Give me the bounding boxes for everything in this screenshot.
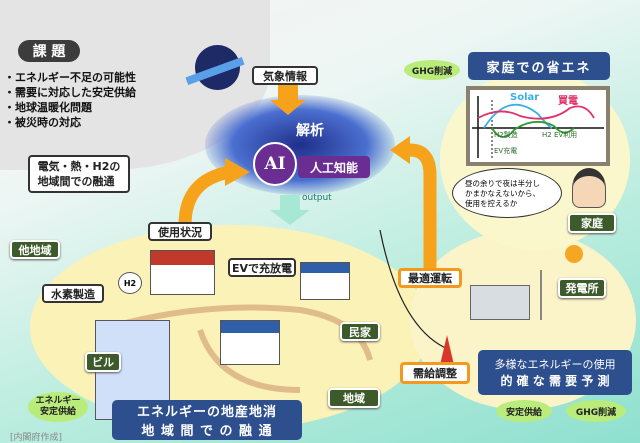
ai-label: 人工知能 xyxy=(298,156,370,178)
home-label: 家庭 xyxy=(568,213,616,233)
ev-label: EVで充放電 xyxy=(228,258,296,277)
home-title: 家庭での省エネ xyxy=(468,52,610,80)
home-chart xyxy=(472,96,604,160)
region-banner-line1: エネルギーの地産地消 xyxy=(136,405,277,420)
plant-banner-line1: 多様なエネルギーの使用 xyxy=(494,358,616,371)
building-label: ビル xyxy=(85,352,121,372)
usage-arrow-head xyxy=(225,158,250,186)
supply-balance-label: 需給調整 xyxy=(400,362,470,384)
issue-item: ・需要に対応した安定供給 xyxy=(4,86,136,99)
house-label: 民家 xyxy=(340,322,380,341)
weather-info-label: 気象情報 xyxy=(252,66,318,85)
issues-list: ・エネルギー不足の可能性 ・需要に対応した安定供給 ・地球温暖化問題 ・被災時の… xyxy=(4,70,136,130)
house-illustration xyxy=(300,262,350,300)
speech-bubble: 昼の余りで夜は半分し かまかなえないから、 使用を控えるか xyxy=(452,168,562,218)
plant-ghg-bubble: GHG削減 xyxy=(566,400,626,422)
plant-stable-bubble: 安定供給 xyxy=(496,400,552,422)
region-banner: エネルギーの地産地消 地 域 間 で の 融 通 xyxy=(112,400,302,440)
output-label: output xyxy=(302,193,332,203)
h2-ev-label: H2 EV利用 xyxy=(542,131,578,139)
ev-charge-label: EV充電 xyxy=(494,147,518,155)
optimal-operation-label: 最適運転 xyxy=(398,268,462,288)
power-plant-illustration xyxy=(470,285,530,320)
satellite-icon xyxy=(185,45,245,90)
power-line xyxy=(379,229,451,351)
issue-item: ・地球温暖化問題 xyxy=(4,101,92,114)
analysis-label: 解析 xyxy=(296,123,324,139)
solar-label: Solar xyxy=(510,92,540,103)
home-ghg-bubble: GHG削減 xyxy=(404,60,460,80)
person-illustration xyxy=(572,168,606,208)
sun-icon xyxy=(565,245,583,263)
credit-text: [内閣府作成] xyxy=(10,433,63,443)
interchange-label: 電気・熱・H2の 地域間での融通 xyxy=(28,155,130,193)
ai-circle: AI xyxy=(253,142,297,186)
issue-item: ・被災時の対応 xyxy=(4,116,81,129)
weather-arrow xyxy=(270,85,306,115)
h2-make-label: H2製造 xyxy=(494,131,518,139)
usage-label: 使用状況 xyxy=(148,222,212,241)
optimal-arrow xyxy=(409,143,437,268)
plant-label: 発電所 xyxy=(558,278,606,298)
plant-banner: 多様なエネルギーの使用 的 確 な 需 要 予 測 xyxy=(478,350,632,395)
energy-stable-bubble: エネルギー 安定供給 xyxy=(28,392,88,422)
buy-label: 買電 xyxy=(558,96,578,107)
h2-tank: H2 xyxy=(118,272,142,294)
solar-curve xyxy=(483,103,553,129)
other-region-label: 他地域 xyxy=(10,240,60,259)
plant-banner-line2: 的 確 な 需 要 予 測 xyxy=(500,374,610,388)
transmission-tower-icon xyxy=(440,335,454,365)
area-label: 地域 xyxy=(328,388,380,408)
usage-arrow xyxy=(178,165,232,226)
issues-title: 課 題 xyxy=(18,40,80,62)
house-illustration xyxy=(220,320,280,365)
region-banner-line2: 地 域 間 で の 融 通 xyxy=(141,424,273,439)
buy-curve xyxy=(477,105,595,120)
hydrogen-label: 水素製造 xyxy=(42,284,104,303)
output-arrow xyxy=(270,195,310,225)
wind-turbine-icon xyxy=(540,270,542,320)
ev-curve xyxy=(491,120,575,138)
issue-item: ・エネルギー不足の可能性 xyxy=(4,71,136,84)
home-chart-board: Solar 買電 H2製造 H2 EV利用 EV充電 xyxy=(466,86,610,166)
house-illustration xyxy=(150,250,215,295)
optimal-arrow-head xyxy=(390,136,410,164)
